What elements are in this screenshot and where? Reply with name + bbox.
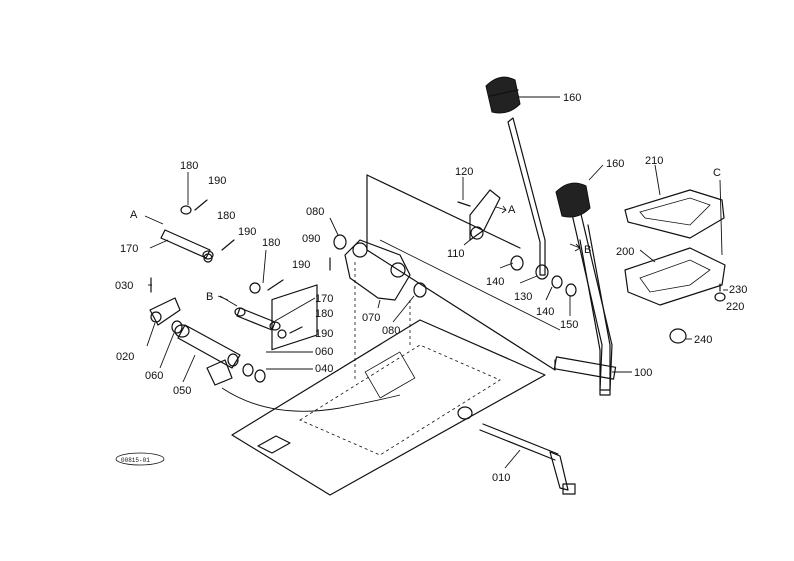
label-060-left: 060 (145, 370, 163, 382)
label-230: 230 (729, 284, 747, 296)
bushings (171, 234, 726, 420)
label-190-a: 190 (208, 175, 226, 187)
bracket-040 (206, 359, 233, 386)
shaft-170-lower (234, 307, 281, 331)
label-b-left: B (206, 291, 213, 303)
linkages (221, 262, 411, 412)
label-070: 070 (362, 312, 380, 324)
part-labels: 160 160 120 210 C 180 190 180 190 A 170 … (115, 92, 747, 484)
label-190-c: 190 (292, 259, 310, 271)
shaft-050 (174, 324, 241, 369)
label-170-lower: 170 (315, 293, 333, 305)
guide-210 (624, 189, 725, 239)
label-b-right: B (584, 244, 591, 256)
stamp-text: 00815-01 (121, 457, 150, 464)
lever-160-short (555, 182, 613, 391)
label-240: 240 (694, 334, 712, 346)
pins (150, 199, 721, 334)
label-210: 210 (645, 155, 663, 167)
label-c: C (713, 167, 721, 179)
label-180-b: 180 (217, 210, 235, 222)
label-180-a: 180 (180, 160, 198, 172)
leader-lines (144, 96, 728, 469)
label-180-c: 180 (262, 237, 280, 249)
label-110: 110 (447, 248, 465, 260)
shaft-170-upper (160, 205, 214, 260)
reference-arrows (217, 205, 581, 301)
label-150: 150 (560, 319, 578, 331)
label-080-upper: 080 (306, 206, 324, 218)
drawing-stamp: 00815-01 (115, 452, 165, 466)
guide-200 (624, 247, 726, 306)
label-060-right: 060 (315, 346, 333, 358)
label-010: 010 (492, 472, 510, 484)
label-090: 090 (302, 233, 320, 245)
label-140-a: 140 (486, 276, 504, 288)
label-130: 130 (514, 291, 532, 303)
bracket-110 (457, 189, 501, 241)
label-120: 120 (455, 166, 473, 178)
label-100: 100 (634, 367, 652, 379)
label-a-right: A (508, 204, 516, 216)
label-030: 030 (115, 280, 133, 292)
label-020: 020 (116, 351, 134, 363)
label-220: 220 (726, 301, 744, 313)
lever-plate-100 (553, 224, 617, 396)
label-200: 200 (616, 246, 634, 258)
label-040: 040 (315, 363, 333, 375)
label-140-b: 140 (536, 306, 554, 318)
base-plate (231, 319, 546, 496)
label-190-d: 190 (315, 328, 333, 340)
label-190-b: 190 (238, 226, 256, 238)
label-180-d: 180 (315, 308, 333, 320)
label-080-lower: 080 (382, 325, 400, 337)
arm-020 (149, 297, 181, 326)
rod-010 (479, 423, 576, 495)
label-050: 050 (173, 385, 191, 397)
label-a-left: A (130, 209, 138, 221)
label-160-lower: 160 (606, 158, 624, 170)
label-160-upper: 160 (563, 92, 581, 104)
label-170-upper: 170 (120, 243, 138, 255)
lever-160-long (485, 76, 546, 276)
